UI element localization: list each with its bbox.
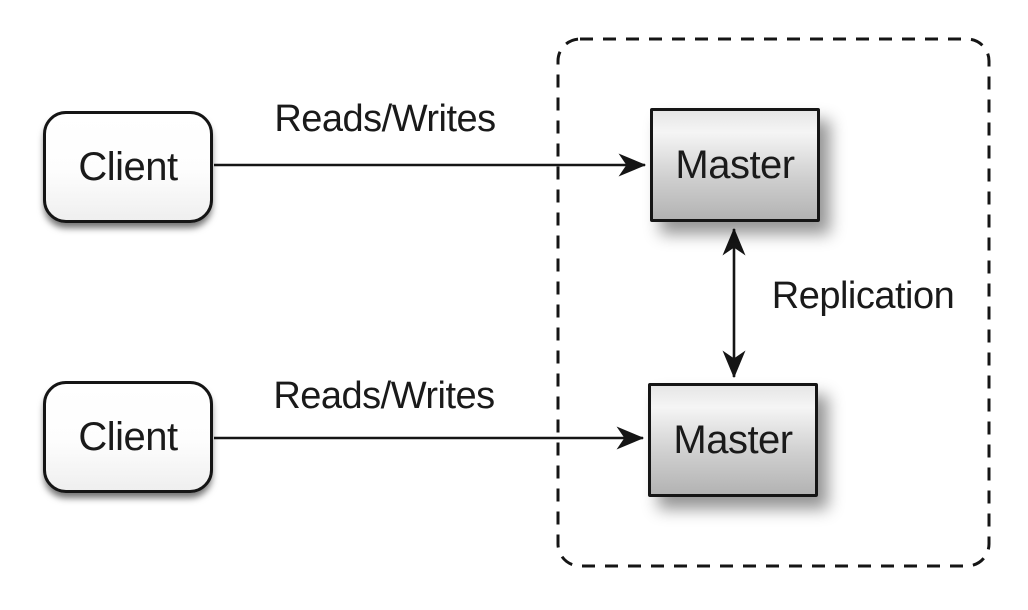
node-client-bottom-label: Client [78,414,178,459]
node-master-top: Master [650,108,820,222]
node-client-top-label: Client [78,144,178,189]
replication-group-boundary [556,37,991,568]
node-client-bottom: Client [43,381,213,493]
node-client-top: Client [43,111,213,223]
node-master-top-label: Master [675,142,795,187]
edge-label-reads-writes-top: Reads/Writes [274,98,496,140]
node-master-bottom-label: Master [673,417,793,462]
edge-label-replication: Replication [771,275,955,317]
node-master-bottom: Master [648,383,818,497]
edge-label-reads-writes-bottom: Reads/Writes [273,375,495,417]
